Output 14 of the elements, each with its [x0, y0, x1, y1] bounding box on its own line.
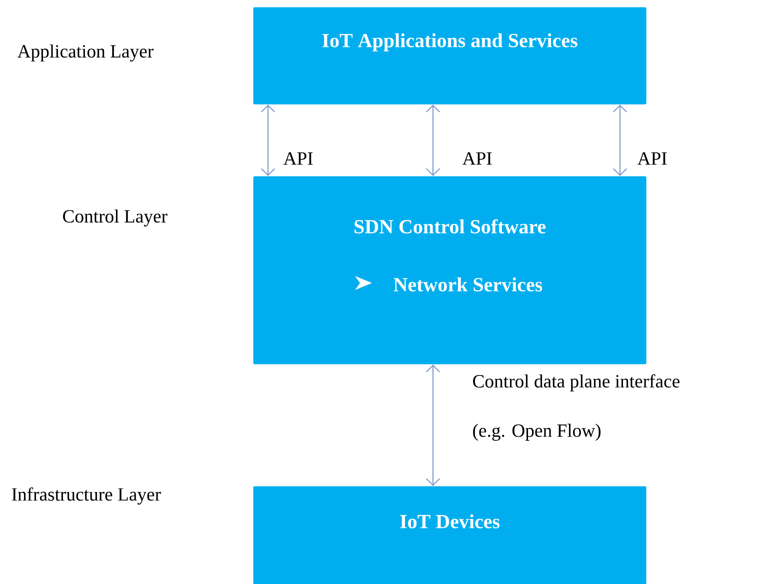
layer-box: IoT Devices	[253, 486, 646, 584]
edge-label: Control data plane interface (e.g. Open Flow)	[473, 374, 680, 441]
arrow	[426, 104, 440, 176]
layer-box: SDN Control Software Network Services	[253, 176, 646, 364]
edge-label: API	[283, 152, 313, 165]
edge-label: API	[637, 152, 667, 165]
edge-label: API	[462, 152, 492, 165]
layer-label: Control Layer	[63, 210, 168, 226]
layer-label: Infrastructure Layer	[12, 487, 161, 505]
arrow	[260, 104, 276, 176]
layer-box: IoT Applications and Services	[253, 7, 646, 104]
arrow	[612, 104, 628, 176]
layer-label: Application Layer	[17, 44, 154, 62]
arrow	[426, 364, 440, 486]
